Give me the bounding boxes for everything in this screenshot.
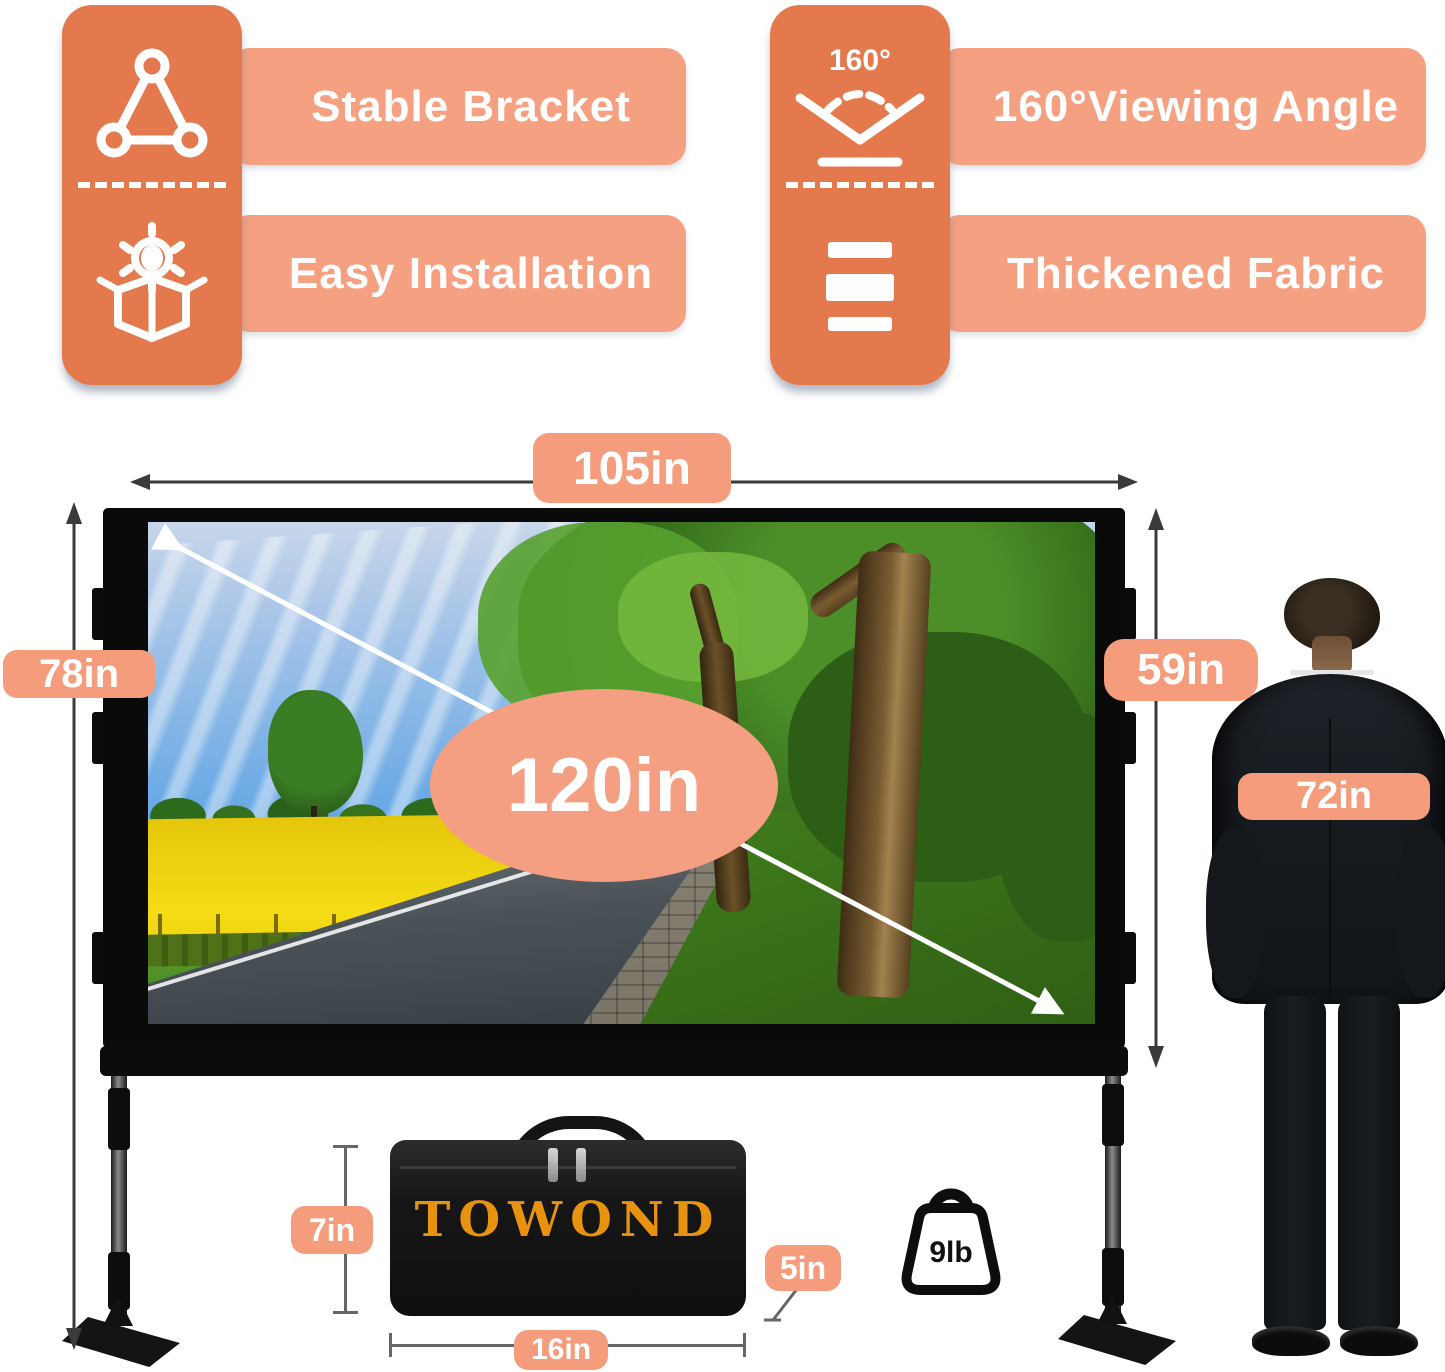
screen-height-badge: 59in: [1104, 639, 1258, 701]
carry-bag: TOWOND: [390, 1140, 746, 1316]
dashed-divider: [786, 182, 934, 188]
bag-depth-badge: 5in: [765, 1245, 841, 1291]
man-arm: [1396, 828, 1445, 998]
feature-label: Thickened Fabric: [1007, 248, 1385, 298]
screen-height-dimension-arrow: [1148, 508, 1164, 1068]
shirt-collar: [1290, 670, 1374, 675]
gear-box-icon: [96, 222, 208, 342]
feature-bar-easy-installation: Easy Installation: [230, 215, 686, 332]
bag-height-cap: [333, 1145, 358, 1148]
zipper-pull: [576, 1148, 586, 1182]
man-leg: [1264, 996, 1326, 1330]
feature-label: 160°Viewing Angle: [992, 81, 1400, 131]
man-shoe: [1340, 1326, 1418, 1356]
feature-label: Easy Installation: [288, 248, 654, 298]
jacket-seam: [1329, 718, 1331, 998]
screen-height-value: 59in: [1136, 645, 1226, 694]
stand-crossbar: [100, 1046, 1128, 1076]
feature-bar-stable-bracket: Stable Bracket: [230, 48, 686, 165]
projected-landscape-image: 120in: [148, 522, 1095, 1024]
width-badge: 105in: [533, 433, 731, 503]
zipper-pull: [548, 1148, 558, 1182]
svg-text:9lb: 9lb: [929, 1236, 972, 1269]
feature-bar-viewing-angle: 160°Viewing Angle: [940, 48, 1426, 165]
total-height-dimension-arrow: [66, 502, 82, 1350]
man-arm: [1206, 828, 1264, 998]
pole-grip: [108, 1252, 130, 1310]
man-neck: [1312, 636, 1352, 674]
man-height-value: 72in: [1295, 775, 1373, 817]
zipper-line: [400, 1166, 736, 1169]
triangle-bracket-icon: [96, 48, 208, 158]
layers-icon: [828, 317, 892, 331]
layers-icon: [826, 274, 894, 301]
man-shoe: [1252, 1326, 1330, 1356]
feature-bar-thickened-fabric: Thickened Fabric: [940, 215, 1426, 332]
bag-depth-value: 5in: [779, 1249, 827, 1286]
svg-text:160°: 160°: [829, 44, 891, 77]
diagonal-size-ellipse: 120in: [430, 689, 778, 882]
bag-length-value: 16in: [530, 1333, 592, 1366]
diagonal-size-label: 120in: [506, 743, 702, 828]
weight-icon: 9lb: [901, 1188, 1001, 1295]
width-value: 105in: [573, 442, 691, 494]
feature-label: Stable Bracket: [311, 81, 631, 131]
brand-logo: TOWOND: [414, 1192, 722, 1248]
projector-screen-frame: 120in: [103, 508, 1125, 1048]
bag-height-value: 7in: [308, 1211, 356, 1248]
layers-icon: [828, 242, 892, 258]
pole-grip: [108, 1088, 130, 1150]
man-leg: [1338, 996, 1400, 1330]
pole-grip: [1102, 1084, 1124, 1146]
man-silhouette: [1206, 578, 1445, 1370]
dashed-divider: [78, 182, 226, 188]
pole-grip: [1102, 1248, 1124, 1306]
total-height-value: 78in: [38, 651, 120, 696]
man-height-badge: 72in: [1238, 773, 1430, 820]
bag-height-cap: [333, 1311, 358, 1314]
bag-length-cap: [389, 1333, 392, 1357]
bag-height-badge: 7in: [291, 1206, 373, 1254]
total-height-badge: 78in: [3, 650, 155, 698]
bag-length-badge: 16in: [514, 1330, 608, 1370]
viewing-angle-icon: 160°: [795, 44, 925, 167]
bag-length-cap: [743, 1333, 746, 1357]
